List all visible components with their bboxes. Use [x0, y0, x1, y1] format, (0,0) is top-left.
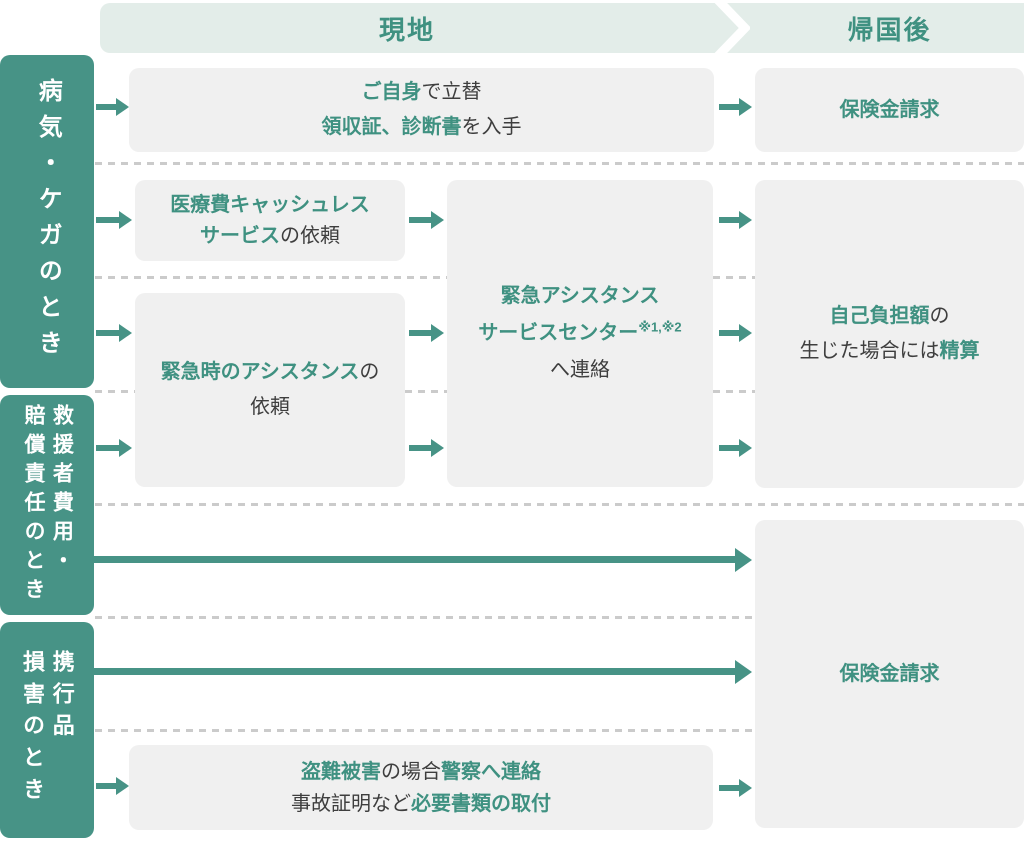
- sidebar-sickness-injury: 病気・ケガのとき: [0, 55, 94, 388]
- sidebar-belongings-damage: 携行品 損害のとき: [0, 622, 94, 838]
- arrow-sidebar-to-theft-icon: [96, 783, 117, 789]
- dashed-separator: [95, 616, 755, 619]
- arrow-sidebar-to-emergency-icon: [96, 330, 120, 336]
- arrow-sidebar-to-self-pay-icon: [96, 104, 117, 110]
- box-assistance-service-center-line2: サービスセンター※1,※2: [478, 319, 682, 344]
- arrow-sidebar-to-medical-icon: [96, 217, 120, 223]
- box-cashless-medical: 医療費キャッシュレス サービスの依頼: [135, 180, 405, 261]
- sidebar-rescue-liability-label: 救援者費用・ 賠償責任のとき: [22, 403, 74, 607]
- dashed-separator: [713, 390, 755, 393]
- box-self-pay-line2: 領収証、診断書を入手: [321, 116, 522, 138]
- box-self-payment-settlement-line2: 生じた場合には精算: [799, 340, 980, 362]
- box-claim-top: 保険金請求: [755, 68, 1024, 152]
- arrow-sidebar-to-emergency-icon: [96, 445, 120, 451]
- sidebar-rescue-liability: 救援者費用・ 賠償責任のとき: [0, 395, 94, 615]
- sidebar-belongings-damage-label: 携行品 損害のとき: [20, 650, 75, 810]
- box-assistance-service-center: 緊急アシスタンス サービスセンター※1,※2 へ連絡: [447, 180, 713, 487]
- arrow-belongings-to-claim-icon: [94, 668, 736, 675]
- box-theft-police-report: 盗難被害の場合警察へ連絡 事故証明など必要書類の取付: [129, 745, 713, 830]
- footnote-reference: ※1,※2: [638, 319, 682, 335]
- box-claim-bottom: 保険金請求: [755, 520, 1024, 828]
- dashed-separator: [95, 276, 447, 279]
- arrow-emergency-to-center-icon: [409, 330, 432, 336]
- header-label-local: 現地: [378, 14, 435, 45]
- box-emergency-assistance-request-line1: 緊急時のアシスタンスの: [160, 361, 380, 383]
- arrow-emergency-to-center-icon: [409, 445, 432, 451]
- box-self-payment-settlement: 自己負担額の 生じた場合には精算: [755, 180, 1024, 488]
- box-self-pay: ご自身で立替 領収証、診断書を入手: [129, 68, 714, 152]
- dashed-separator: [405, 390, 447, 393]
- arrow-rescue-to-claim-icon: [94, 556, 736, 563]
- box-cashless-medical-line2: サービスの依頼: [200, 224, 340, 247]
- dashed-separator: [95, 162, 1024, 165]
- header-chevron-divider-icon: [714, 3, 750, 53]
- box-emergency-assistance-request-line2: 依頼: [250, 396, 290, 418]
- header-label-after-return: 帰国後: [847, 14, 932, 45]
- header-band: [100, 3, 1024, 53]
- box-assistance-service-center-line1: 緊急アシスタンス: [500, 285, 660, 307]
- box-theft-police-report-line1: 盗難被害の場合警察へ連絡: [301, 760, 541, 783]
- arrow-center-to-settle-icon: [719, 445, 740, 451]
- box-cashless-medical-line1: 医療費キャッシュレス: [170, 193, 370, 216]
- sidebar-sickness-injury-label: 病気・ケガのとき: [34, 77, 62, 366]
- dashed-separator: [95, 729, 755, 732]
- box-emergency-assistance-request: 緊急時のアシスタンスの 依頼: [135, 293, 405, 487]
- box-self-pay-line1: ご自身で立替: [361, 81, 482, 103]
- arrow-center-to-settle-icon: [719, 330, 740, 336]
- box-self-payment-settlement-line1: 自己負担額の: [829, 305, 950, 327]
- box-claim-bottom-label: 保険金請求: [839, 662, 940, 685]
- arrow-center-to-settle-icon: [719, 217, 740, 223]
- arrow-self-pay-to-claim-icon: [719, 104, 740, 110]
- arrow-medical-to-center-icon: [409, 217, 432, 223]
- arrow-theft-to-claim-icon: [719, 785, 740, 791]
- box-assistance-service-center-line3: へ連絡: [550, 359, 610, 381]
- dashed-separator: [95, 503, 1024, 506]
- box-claim-top-label: 保険金請求: [839, 98, 940, 121]
- dashed-separator: [95, 390, 135, 393]
- dashed-separator: [713, 276, 755, 279]
- box-theft-police-report-line2: 事故証明など必要書類の取付: [291, 792, 551, 815]
